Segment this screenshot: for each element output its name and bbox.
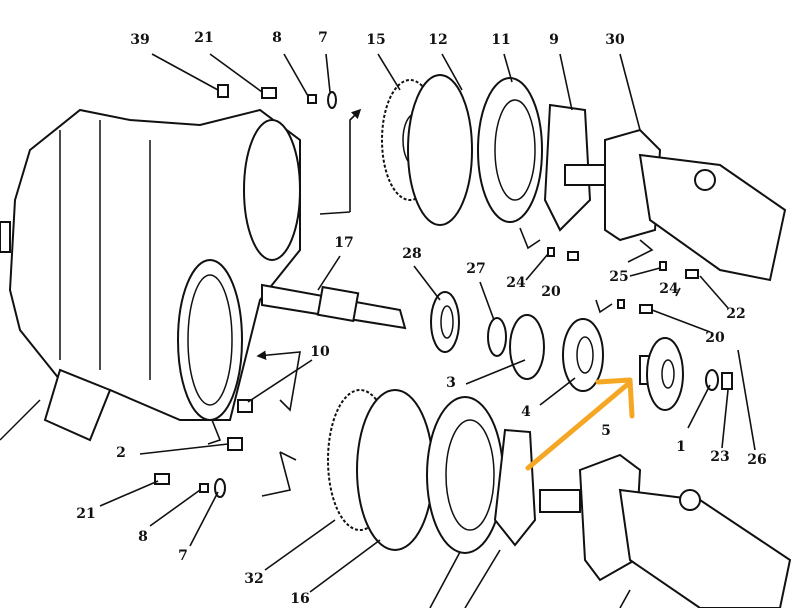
gear-housing (0, 108, 301, 442)
label-27: 27 (466, 261, 485, 277)
gasket (509, 314, 545, 380)
label-7: 7 (318, 30, 328, 46)
label-1: 1 (676, 439, 686, 455)
leader-lines (99, 53, 756, 608)
flange (562, 318, 604, 392)
label-15: 15 (366, 32, 385, 48)
label-11: 11 (491, 32, 510, 48)
bearing (430, 291, 460, 353)
label-3: 3 (446, 375, 456, 391)
label-22: 22 (726, 306, 745, 322)
part-labels: 39 21 8 7 15 12 11 9 30 17 28 27 24 20 2… (76, 30, 766, 607)
label-2: 2 (116, 445, 126, 461)
label-17: 17 (334, 235, 353, 251)
upper-gear (381, 74, 592, 232)
label-20-b: 20 (705, 330, 725, 346)
label-23: 23 (710, 449, 729, 465)
label-4: 4 (521, 404, 531, 420)
highlight-arrow (525, 377, 635, 471)
label-20: 20 (541, 284, 561, 300)
lower-hydraulic-motor (539, 453, 792, 608)
label-9: 9 (549, 32, 559, 48)
label-24-b: 24 (659, 281, 679, 297)
label-16: 16 (290, 591, 309, 607)
upper-hydraulic-motor (564, 128, 787, 282)
label-30: 30 (605, 32, 625, 48)
label-39: 39 (130, 32, 149, 48)
label-5: 5 (601, 423, 611, 439)
label-32: 32 (244, 571, 263, 587)
label-21-b: 21 (76, 506, 95, 522)
label-25: 25 (609, 269, 628, 285)
label-28: 28 (402, 246, 421, 262)
label-8-b: 8 (138, 529, 148, 545)
label-10: 10 (310, 344, 330, 360)
lower-gear (327, 389, 537, 554)
label-12: 12 (428, 32, 447, 48)
nut (721, 372, 733, 390)
label-21: 21 (194, 30, 213, 46)
adapter-flange (639, 337, 684, 411)
label-7-b: 7 (178, 548, 188, 564)
washer (705, 369, 719, 391)
label-26: 26 (747, 452, 766, 468)
seal (487, 317, 507, 357)
label-24: 24 (506, 275, 526, 291)
label-8: 8 (272, 30, 282, 46)
shaft (261, 283, 407, 330)
